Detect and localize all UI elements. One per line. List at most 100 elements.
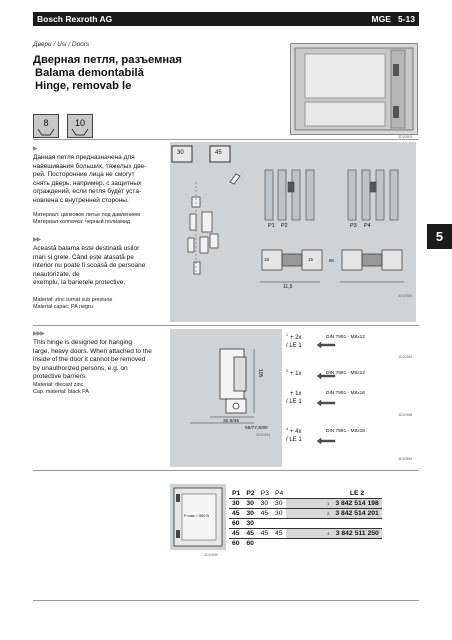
- arrow-marker: ▶: [33, 146, 38, 152]
- section-code: MGE: [371, 14, 391, 24]
- table-row[interactable]: 45 30 45 30 2 3 842 514 201: [229, 508, 382, 519]
- photo-code: 3D10903: [398, 135, 413, 139]
- table-header: P1 P2 P3 P4 LE 2: [229, 489, 382, 499]
- breadcrumb: Двери / Usi / Doors: [33, 41, 90, 48]
- table-row[interactable]: 30 30 30 30 1 3 842 514 198: [229, 498, 382, 509]
- divider: [33, 470, 419, 471]
- assembly-drawing-panel: 30 45 P1 P2 P3 P4 11,5 18 80 15 3D10984: [170, 142, 416, 322]
- profile-size-10-label: 10: [74, 118, 85, 128]
- text-line: exemplu, la barierele protective.: [33, 279, 126, 287]
- cell-p3: [257, 518, 272, 529]
- cell-p1: 30: [229, 498, 244, 509]
- door-frame-diagram: P max = 500 N: [170, 484, 226, 550]
- fastener-row: 4 + 4x / LE 1 DIN 7991 - M8x16 3D10889: [286, 427, 416, 463]
- text-line: Material: zinc turnat sub presiune: [33, 297, 113, 303]
- dim-32-45: 32,5/45: [223, 419, 240, 424]
- cell-p2: 60: [243, 538, 258, 548]
- load-label: P max = 500 N: [184, 514, 210, 518]
- cell-p4: 30: [271, 498, 287, 509]
- cell-p4: 30: [271, 508, 287, 519]
- fastener-mark: 1: [286, 333, 288, 337]
- fastener-qty: + 1x: [290, 371, 302, 377]
- table-row[interactable]: 60 60: [229, 538, 382, 548]
- material-ro: Material: zinc turnat sub presiune Mater…: [33, 297, 161, 311]
- company-name: Bosch Rexroth AG: [37, 14, 113, 24]
- text-line: Material: diecast zinc: [33, 382, 84, 388]
- fastener-qty: + 4x: [290, 429, 302, 435]
- fastener-spec: DIN 7991 - M8x12: [326, 335, 365, 340]
- text-line: Материал: цинковое литье под давлением: [33, 212, 140, 218]
- cell-p3: 45: [257, 508, 272, 519]
- title-ro: Balama demontabilă: [35, 67, 144, 79]
- cell-p4: [271, 518, 287, 529]
- cell-p1: 45: [229, 528, 244, 539]
- product-photo: [290, 43, 418, 135]
- text-line: large, heavy doors. When attached to the: [33, 347, 152, 355]
- fastener-code: 3D10982: [398, 355, 413, 359]
- mark-p1: P1: [268, 223, 275, 229]
- divider: [33, 600, 419, 601]
- profile-size-8-badge: 8: [33, 114, 59, 138]
- screw-icon: [316, 372, 336, 380]
- mark-p2: P2: [281, 223, 288, 229]
- door-frame-drawing: [173, 487, 223, 547]
- cell-part-number: [332, 538, 382, 548]
- cell-mark: 2: [286, 508, 333, 519]
- fastener-qty: + 2x: [290, 335, 302, 341]
- door-frame-illustration: [294, 47, 414, 131]
- header-le2: LE 2: [349, 490, 365, 497]
- header-p4: P4: [274, 490, 284, 497]
- arrow-marker: ▶▶▶: [33, 331, 45, 337]
- mark-p3: P3: [350, 223, 357, 229]
- parts-table: P1 P2 P3 P4 LE 2 30 30 30 30 1 3 842 514…: [229, 489, 382, 548]
- fastener-row: 1 + 2x / LE 1 DIN 7991 - M8x12 3D10982: [286, 333, 416, 363]
- header-p3: P3: [260, 490, 269, 497]
- text-line: Material capac: PA negru: [33, 304, 93, 310]
- divider: [33, 325, 419, 326]
- profile-size-8-label: 8: [43, 118, 49, 128]
- description-ro: Această balama este destinată usilor mar…: [33, 245, 158, 288]
- cell-part-number: 3 842 514 198: [332, 498, 382, 509]
- text-line: by unauthorized persons, e.g. on: [33, 364, 128, 372]
- description-en: This hinge is designed for hanging large…: [33, 339, 158, 382]
- dimension-drawing-panel: 105 32,5/45 65/77,5/90 3D10983 1 + 2x / …: [170, 329, 416, 467]
- profile-size-10-badge: 10: [67, 114, 93, 138]
- cell-p2: 30: [243, 498, 258, 509]
- text-line: interior nu poate fi scoasă de persoane: [33, 262, 146, 270]
- dim-15: 15: [308, 257, 314, 262]
- header-spacer: [286, 489, 332, 499]
- table-row[interactable]: 60 30: [229, 518, 382, 529]
- text-line: Această balama este destinată usilor: [33, 245, 140, 252]
- cell-p4: 45: [271, 528, 287, 539]
- text-line: навешивания больших, тяжелых две-: [33, 162, 147, 170]
- cell-mark: [286, 538, 333, 548]
- text-line: protective barriers.: [33, 373, 87, 381]
- text-line: новлена с внутренней стороны.: [33, 196, 129, 204]
- fastener-qty: + 1x: [290, 391, 302, 397]
- fastener-spec: DIN 7991 - M8x16: [326, 391, 365, 396]
- fastener-row: 2 + 1x DIN 7991 - M8x12: [286, 369, 416, 383]
- hinge-dimension-drawing: [190, 348, 255, 424]
- hinge-dimension-panel: 105 32,5/45 65/77,5/90 3D10983: [170, 329, 282, 467]
- header-p2: P2: [246, 490, 255, 497]
- cell-p3: 45: [257, 528, 272, 539]
- cell-part-number: 3 842 511 250: [332, 528, 382, 539]
- material-en: Material: diecast zinc Cap. material: bl…: [33, 382, 161, 396]
- header-p1: P1: [232, 490, 241, 497]
- fastener-le: / LE 1: [286, 343, 302, 349]
- section-page: MGE 5-13: [372, 14, 415, 24]
- drawing-code: 3D10990: [204, 553, 219, 557]
- fastener-le: / LE 1: [286, 437, 302, 443]
- fastener-mark: 2: [286, 369, 288, 373]
- table-row[interactable]: 45 45 45 45 4 3 842 511 250: [229, 528, 382, 539]
- dim-80: 80: [329, 258, 335, 263]
- text-line: снять дверь, например, с защитных: [33, 179, 142, 187]
- drawing-code: 3D10984: [398, 294, 413, 298]
- cell-p1: 60: [229, 538, 244, 548]
- text-line: ограждений, если петля будет уста-: [33, 188, 142, 196]
- drawing-code: 3D10983: [256, 433, 271, 437]
- arrow-marker: ▶▶: [33, 237, 41, 243]
- text-line: Cap. material: black PA: [33, 389, 89, 395]
- text-line: Материал колпачка: черный полиамид: [33, 219, 130, 225]
- cell-p3: [257, 538, 272, 548]
